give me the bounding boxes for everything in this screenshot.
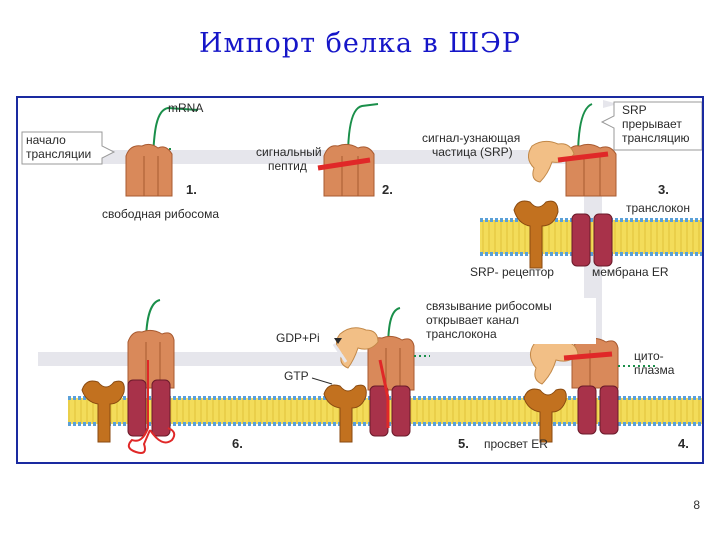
step-2: 2. (382, 182, 393, 197)
label-srp-stops-2: прерывает (622, 117, 682, 131)
stage-6 (81, 299, 176, 454)
label-srp-receptor: SRP- рецептор (470, 265, 554, 279)
stage-1-free-ribosome (125, 106, 199, 197)
label-cytoplasm-1: цито- (634, 349, 664, 363)
srp-receptor-top (513, 200, 559, 269)
label-start-1: начало (26, 133, 66, 147)
gtp-pointer (311, 377, 333, 385)
stage-3-srp (528, 103, 617, 197)
label-gtp: GTP (284, 369, 309, 383)
label-er-membrane: мембрана ER (592, 265, 669, 279)
step-6: 6. (232, 436, 243, 451)
label-free-ribosome: свободная рибосома (102, 207, 219, 221)
label-srp-stops-3: трансляцию (622, 131, 690, 145)
label-binding-3: транслокона (426, 327, 497, 341)
er-membrane-top (480, 218, 702, 256)
label-srp-2: частица (SRP) (432, 145, 513, 159)
label-srp-stops-1: SRP (622, 103, 647, 117)
step-1: 1. (186, 182, 197, 197)
gdp-arrow-icon (334, 338, 342, 344)
step-4: 4. (678, 436, 689, 451)
stage-5 (323, 307, 430, 443)
callout-start: начало трансляции (21, 131, 116, 165)
step-3: 3. (658, 182, 669, 197)
flow-arrows (38, 100, 618, 366)
callout-srp-stops: SRP прерывает трансляцию (600, 101, 702, 151)
step-5: 5. (458, 436, 469, 451)
callout-binding: связывание рибосомы открывает канал тран… (420, 298, 596, 344)
label-srp-1: сигнал-узнающая (422, 131, 520, 145)
stage-2-signal-peptide (317, 103, 379, 197)
page-number: 8 (693, 498, 700, 512)
diagram-frame: начало трансляции mRNA 1. свободная рибо… (16, 96, 704, 464)
protein-import-diagram: начало трансляции mRNA 1. свободная рибо… (21, 100, 702, 454)
label-start-2: трансляции (26, 147, 91, 161)
translocon-top (571, 213, 613, 267)
slide-title: Импорт белка в ШЭР (199, 28, 521, 59)
label-signal-peptide-2: пептид (268, 159, 307, 173)
label-binding-2: открывает канал (426, 313, 519, 327)
label-cytoplasm-2: плазма (634, 363, 675, 377)
label-mrna: mRNA (168, 101, 203, 115)
stage-4 (523, 309, 658, 443)
label-signal-peptide-1: сигнальный (256, 145, 322, 159)
label-translocon: транслокон (626, 201, 690, 215)
label-binding-1: связывание рибосомы (426, 299, 552, 313)
label-gdp: GDP+Pi (276, 331, 320, 345)
label-er-lumen: просвет ER (484, 437, 548, 451)
